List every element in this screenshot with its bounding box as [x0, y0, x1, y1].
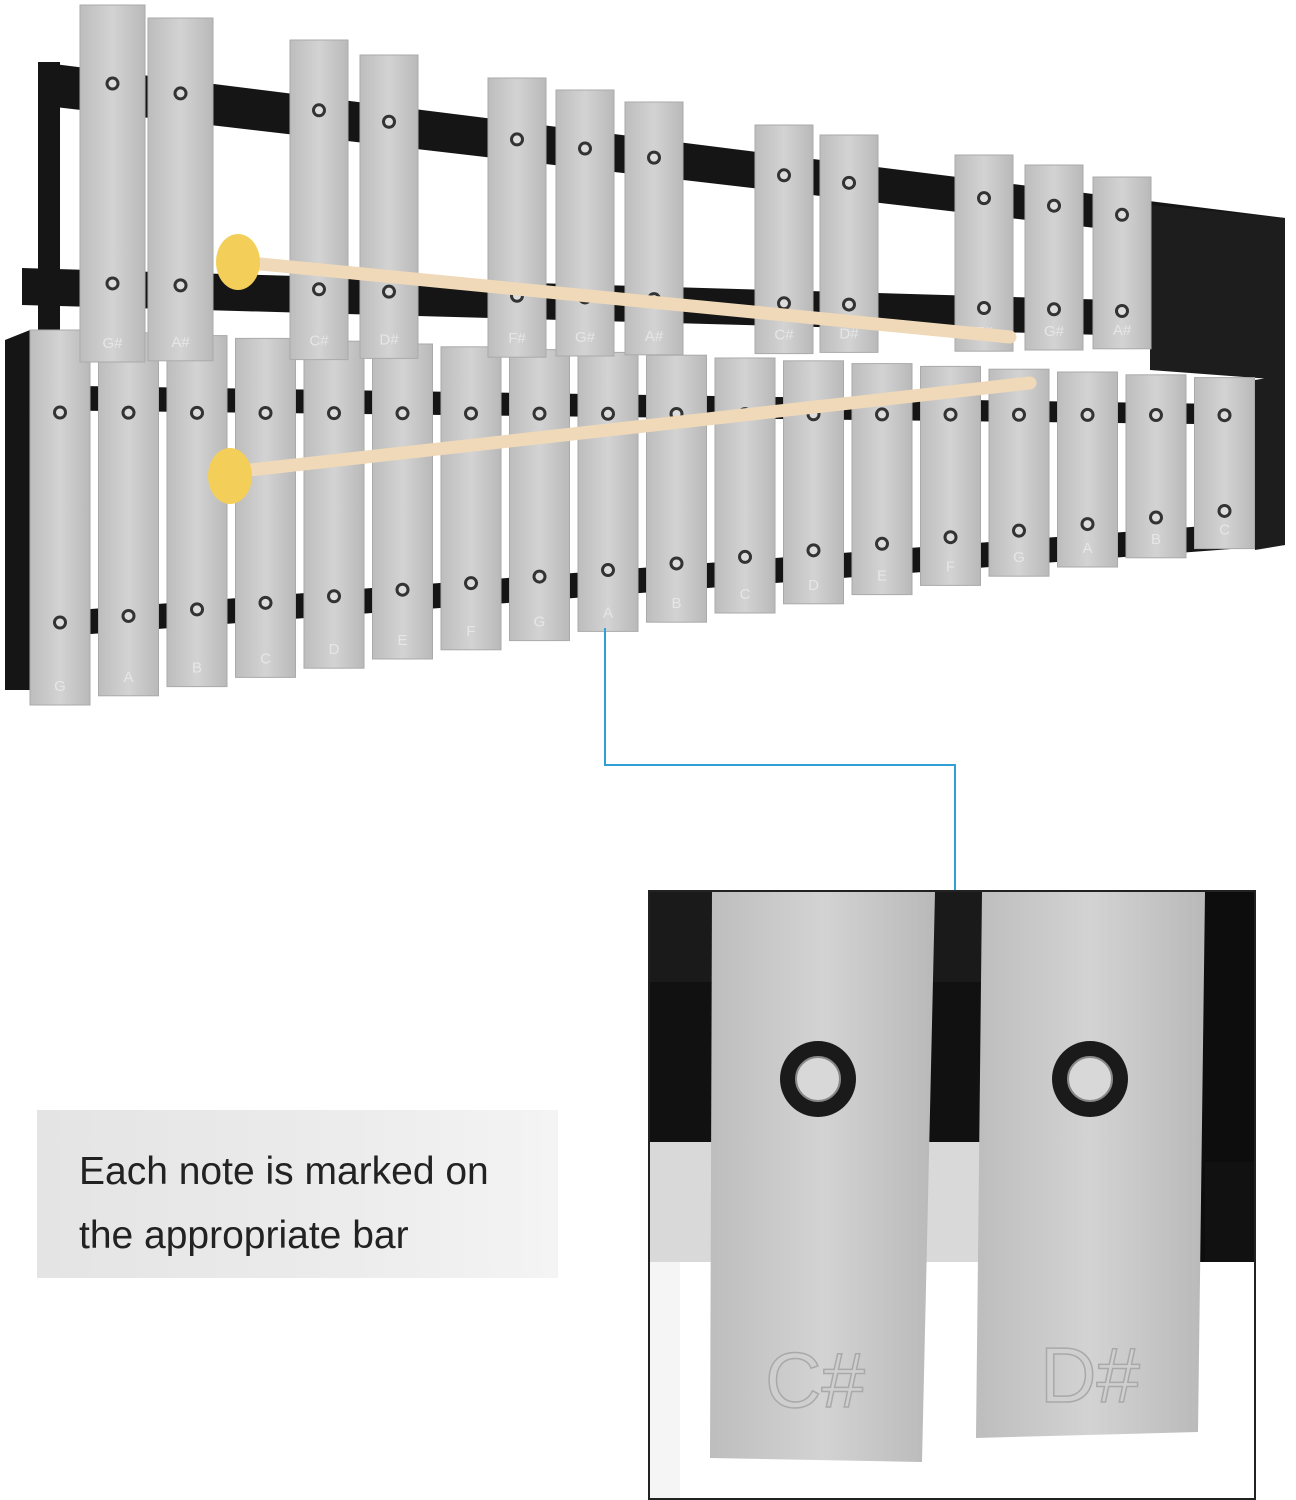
note-label: B: [671, 595, 681, 612]
lower-bar[interactable]: C: [714, 357, 776, 614]
upper-bar[interactable]: D#: [359, 54, 419, 359]
inset-bar-c-sharp: C#: [710, 892, 935, 1462]
upper-bar[interactable]: C#: [289, 39, 349, 361]
inset-note-label: C#: [765, 1336, 865, 1424]
note-label: C: [260, 650, 271, 667]
note-label: A: [603, 604, 613, 621]
upper-bar[interactable]: F#: [954, 154, 1014, 352]
note-label: F#: [508, 330, 526, 347]
note-label: D#: [379, 331, 399, 348]
lower-bar[interactable]: B: [166, 335, 228, 688]
note-label: B: [1151, 531, 1161, 548]
lower-bar[interactable]: F: [920, 365, 981, 586]
lower-bar[interactable]: G: [29, 329, 91, 706]
note-label: E: [877, 568, 887, 585]
note-label: A: [123, 669, 133, 686]
inset-bar-d-sharp: D#: [976, 892, 1205, 1438]
callout-line: [604, 628, 956, 890]
upper-bar[interactable]: G#: [1024, 164, 1084, 351]
upper-bar[interactable]: G#: [79, 4, 146, 363]
upper-bar[interactable]: A#: [1092, 176, 1152, 350]
inset-note-label: D#: [1040, 1331, 1140, 1419]
note-label: F: [466, 623, 475, 640]
note-label: G: [54, 678, 66, 695]
note-label: F: [946, 558, 955, 575]
mallet: [208, 376, 1037, 504]
lower-bar[interactable]: B: [646, 354, 707, 623]
lower-bar[interactable]: A: [1057, 371, 1118, 568]
note-label: C: [1219, 522, 1230, 539]
lower-bar[interactable]: A: [98, 332, 159, 697]
caption-line-1: Each note is marked on: [79, 1150, 489, 1193]
mallet: [216, 234, 1017, 344]
upper-bar[interactable]: A#: [624, 101, 684, 356]
lower-bar[interactable]: D: [303, 340, 365, 669]
note-label: G#: [575, 329, 596, 346]
lower-bar[interactable]: B: [1125, 374, 1187, 559]
note-label: A#: [1113, 322, 1132, 339]
lower-bar[interactable]: C: [235, 337, 296, 678]
note-label: A#: [645, 328, 664, 345]
note-label: B: [192, 660, 202, 677]
note-label: E: [397, 632, 407, 649]
caption-box: Each note is marked on the appropriate ba…: [37, 1110, 558, 1278]
lower-bar[interactable]: D: [783, 360, 844, 605]
note-label: G: [534, 614, 546, 631]
note-label: C#: [309, 333, 329, 350]
lower-bar[interactable]: E: [372, 343, 433, 660]
lower-bar[interactable]: C: [1194, 377, 1255, 550]
caption-line-2: the appropriate bar: [79, 1214, 409, 1257]
note-label: C#: [774, 327, 794, 344]
note-label: A#: [171, 334, 190, 351]
zoom-inset: C# D#: [648, 890, 1256, 1500]
note-label: G: [1013, 549, 1025, 566]
upper-bar[interactable]: F#: [487, 77, 547, 358]
note-label: A: [1082, 540, 1092, 557]
note-label: D: [808, 577, 819, 594]
lower-bar[interactable]: A: [577, 351, 639, 632]
note-label: G#: [1044, 323, 1065, 340]
glockenspiel-photo: G A B C D E F G A B C D E F G A B C G# A# C# D# F# G# A# C# D# F# G…: [5, 4, 1285, 890]
lower-bar[interactable]: F: [440, 346, 502, 651]
upper-bar[interactable]: A#: [147, 17, 214, 362]
note-label: C: [740, 586, 751, 603]
note-label: D: [329, 641, 340, 658]
lower-bar[interactable]: G: [988, 368, 1050, 577]
note-label: G#: [102, 335, 123, 352]
lower-bar[interactable]: G: [509, 349, 570, 642]
upper-bar[interactable]: G#: [555, 89, 615, 357]
note-label: D#: [839, 325, 859, 342]
